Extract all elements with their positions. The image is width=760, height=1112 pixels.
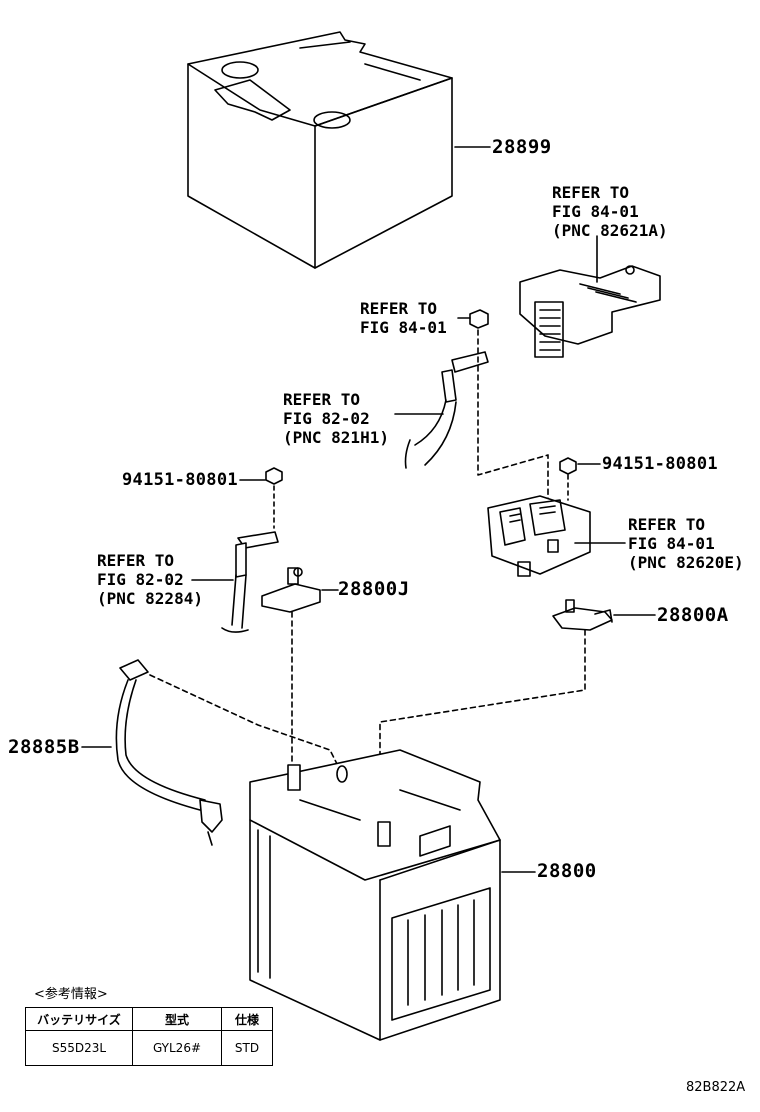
- info-title: <参考情報>: [34, 987, 108, 1002]
- battery-28800: [249, 749, 501, 1041]
- nut-upper: [469, 309, 489, 329]
- ref-line: FIG 82-02: [283, 409, 370, 428]
- part-number-94151-left[interactable]: 94151-80801: [122, 470, 238, 490]
- ref-line: (PNC 821H1): [283, 428, 389, 447]
- cell-spec: STD: [221, 1030, 273, 1066]
- ref-line: REFER TO: [360, 299, 438, 318]
- ref-line: (PNC 82284): [97, 589, 203, 608]
- ref-line: FIG 84-01: [552, 202, 639, 221]
- ref-line: REFER TO: [283, 390, 361, 409]
- ref-line: REFER TO: [97, 551, 175, 570]
- nut-left: [265, 467, 283, 485]
- part-number-94151-right[interactable]: 94151-80801: [602, 454, 718, 474]
- ref-line: REFER TO: [552, 183, 630, 202]
- diagram-code: 82B822A: [686, 1080, 746, 1095]
- battery-spec-table: バッテリサイズ 型式 仕様 S55D23L GYL26# STD: [25, 1007, 273, 1066]
- refer-fig-84-01-nut[interactable]: REFER TO FIG 84-01: [360, 299, 447, 337]
- part-number-28885B[interactable]: 28885B: [8, 736, 80, 758]
- ref-line: (PNC 82620E): [628, 553, 744, 572]
- cable-82284: [221, 531, 279, 633]
- ref-line: FIG 84-01: [360, 318, 447, 337]
- ref-line: REFER TO: [628, 515, 706, 534]
- terminal-clamp-28800J: [261, 567, 321, 613]
- refer-fig-82-02-821H1[interactable]: REFER TO FIG 82-02 (PNC 821H1): [283, 390, 389, 447]
- ref-line: (PNC 82621A): [552, 221, 668, 240]
- cell-battery-size: S55D23L: [25, 1030, 133, 1066]
- part-number-28800J[interactable]: 28800J: [338, 578, 410, 600]
- battery-cover-28899: [187, 31, 453, 269]
- header-model: 型式: [132, 1007, 222, 1031]
- terminal-clamp-28800A: [552, 599, 613, 631]
- part-number-28800A[interactable]: 28800A: [657, 604, 729, 626]
- part-number-28899[interactable]: 28899: [492, 136, 552, 158]
- header-spec: 仕様: [221, 1007, 273, 1031]
- fuse-block-lower: [487, 495, 591, 577]
- refer-fig-84-01-82620E[interactable]: REFER TO FIG 84-01 (PNC 82620E): [628, 515, 744, 572]
- vent-hose-28885B: [115, 659, 223, 846]
- ref-line: FIG 82-02: [97, 570, 184, 589]
- refer-fig-82-02-82284[interactable]: REFER TO FIG 82-02 (PNC 82284): [97, 551, 203, 608]
- fuse-block-upper: [519, 265, 661, 358]
- nut-right: [559, 457, 577, 475]
- header-battery-size: バッテリサイズ: [25, 1007, 133, 1031]
- part-number-28800[interactable]: 28800: [537, 860, 597, 882]
- cable-821H1: [404, 351, 489, 469]
- refer-fig-84-01-82621A[interactable]: REFER TO FIG 84-01 (PNC 82621A): [552, 183, 668, 240]
- cell-model: GYL26#: [132, 1030, 222, 1066]
- ref-line: FIG 84-01: [628, 534, 715, 553]
